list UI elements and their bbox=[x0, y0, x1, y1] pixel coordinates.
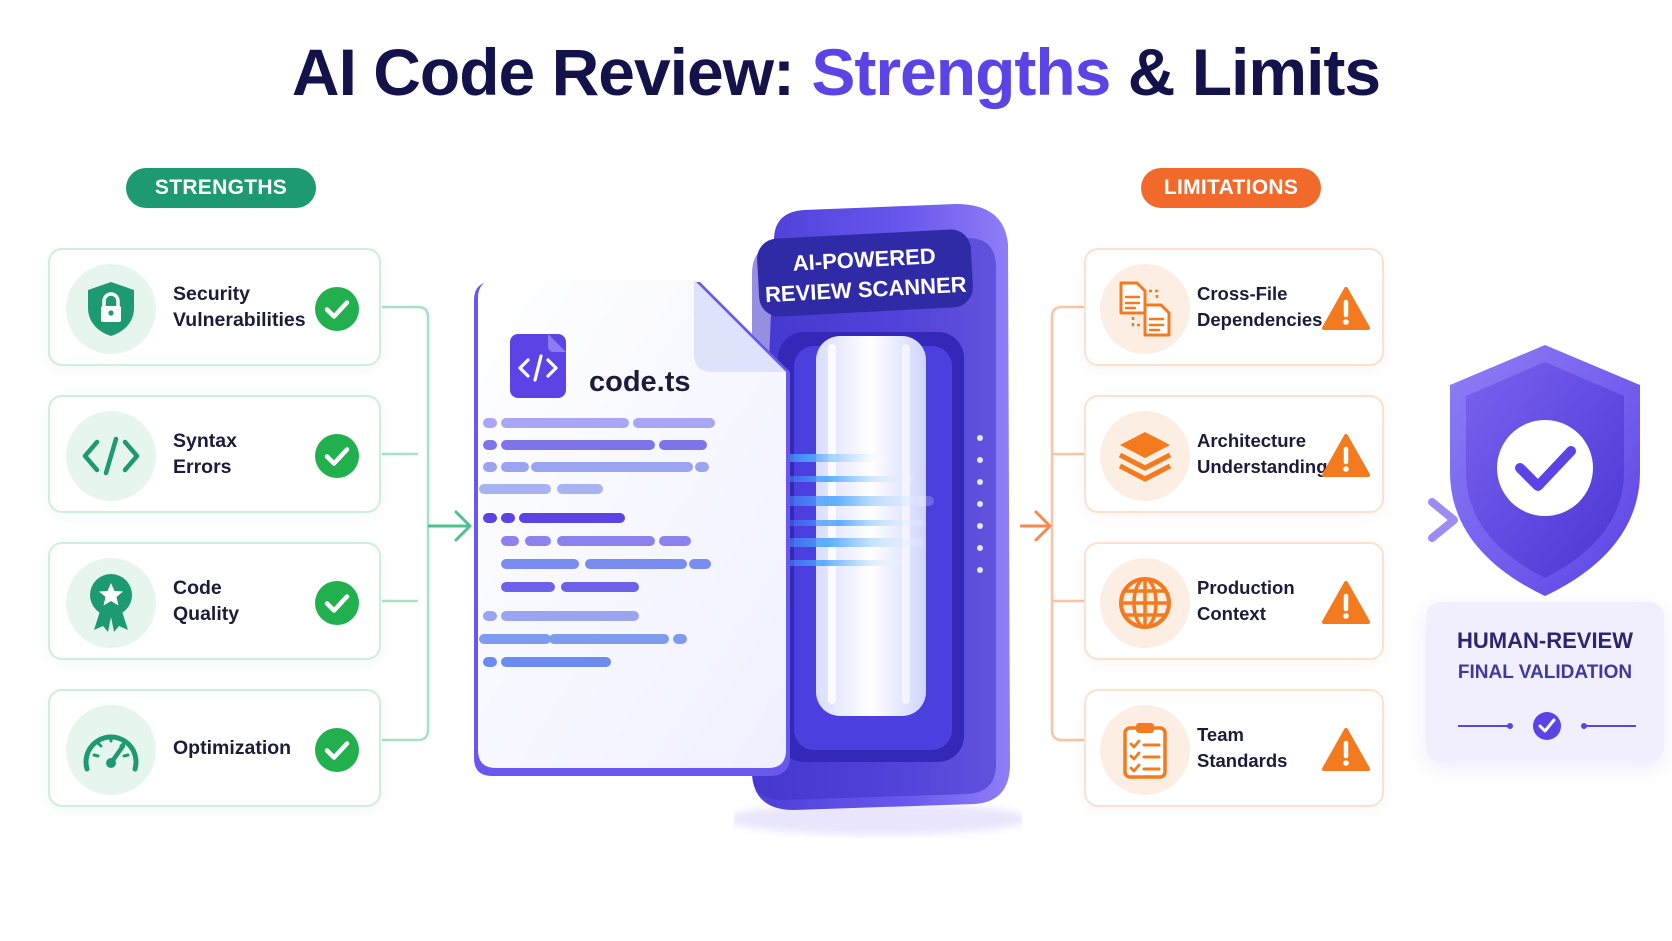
strength-card-syntax: Syntax Errors bbox=[48, 395, 381, 513]
check-icon bbox=[315, 728, 359, 772]
title-accent: Strengths bbox=[811, 35, 1111, 109]
limitation-label: Production Context bbox=[1197, 577, 1295, 624]
limitation-label: Cross-File Dependencies bbox=[1197, 283, 1323, 330]
speedometer-icon bbox=[66, 705, 156, 795]
strength-card-quality: Code Quality bbox=[48, 542, 381, 660]
strength-label: Security Vulnerabilities bbox=[173, 283, 306, 331]
strength-label: Optimization bbox=[173, 737, 292, 759]
check-icon bbox=[315, 287, 359, 331]
limitation-card-team: Team Standards bbox=[1084, 689, 1384, 807]
warning-icon bbox=[1322, 728, 1370, 771]
limitation-card-production: Production Context bbox=[1084, 542, 1384, 660]
title-main: AI Code Review: bbox=[291, 35, 795, 109]
human-review-title: HUMAN-REVIEW bbox=[1457, 628, 1633, 653]
strength-card-optimization: Optimization bbox=[48, 689, 381, 807]
linked-files-icon bbox=[1100, 264, 1190, 354]
code-brackets-icon bbox=[66, 411, 156, 501]
strengths-pill: STRENGTHS bbox=[126, 168, 316, 208]
limitations-pill: LIMITATIONS bbox=[1141, 168, 1321, 208]
lock-shield-icon bbox=[66, 264, 156, 354]
title-rest: & Limits bbox=[1127, 35, 1381, 109]
page-title: AI Code Review: Strengths & Limits bbox=[0, 34, 1672, 110]
layers-icon bbox=[1100, 411, 1190, 501]
strength-card-security: Security Vulnerabilities bbox=[48, 248, 381, 366]
limitation-card-cross-file: Cross-File Dependencies bbox=[1084, 248, 1384, 366]
award-badge-icon bbox=[66, 558, 156, 648]
limitation-card-architecture: Architecture Understanding bbox=[1084, 395, 1384, 513]
limitation-label: Team Standards bbox=[1197, 724, 1288, 771]
human-review-subtitle: FINAL VALIDATION bbox=[1457, 662, 1633, 683]
globe-icon bbox=[1100, 558, 1190, 648]
strength-label: Code Quality bbox=[173, 577, 240, 625]
check-icon bbox=[315, 434, 359, 478]
checklist-clipboard-icon bbox=[1100, 705, 1190, 795]
warning-icon bbox=[1322, 434, 1370, 477]
warning-icon bbox=[1322, 581, 1370, 624]
code-file-icon bbox=[510, 334, 566, 398]
strength-label: Syntax Errors bbox=[173, 430, 237, 478]
review-scanner bbox=[734, 204, 1022, 835]
code-document bbox=[474, 280, 790, 776]
warning-icon bbox=[1322, 287, 1370, 330]
check-icon bbox=[315, 581, 359, 625]
limitation-label: Architecture Understanding bbox=[1197, 430, 1328, 477]
document-filename: code.ts bbox=[589, 366, 691, 398]
